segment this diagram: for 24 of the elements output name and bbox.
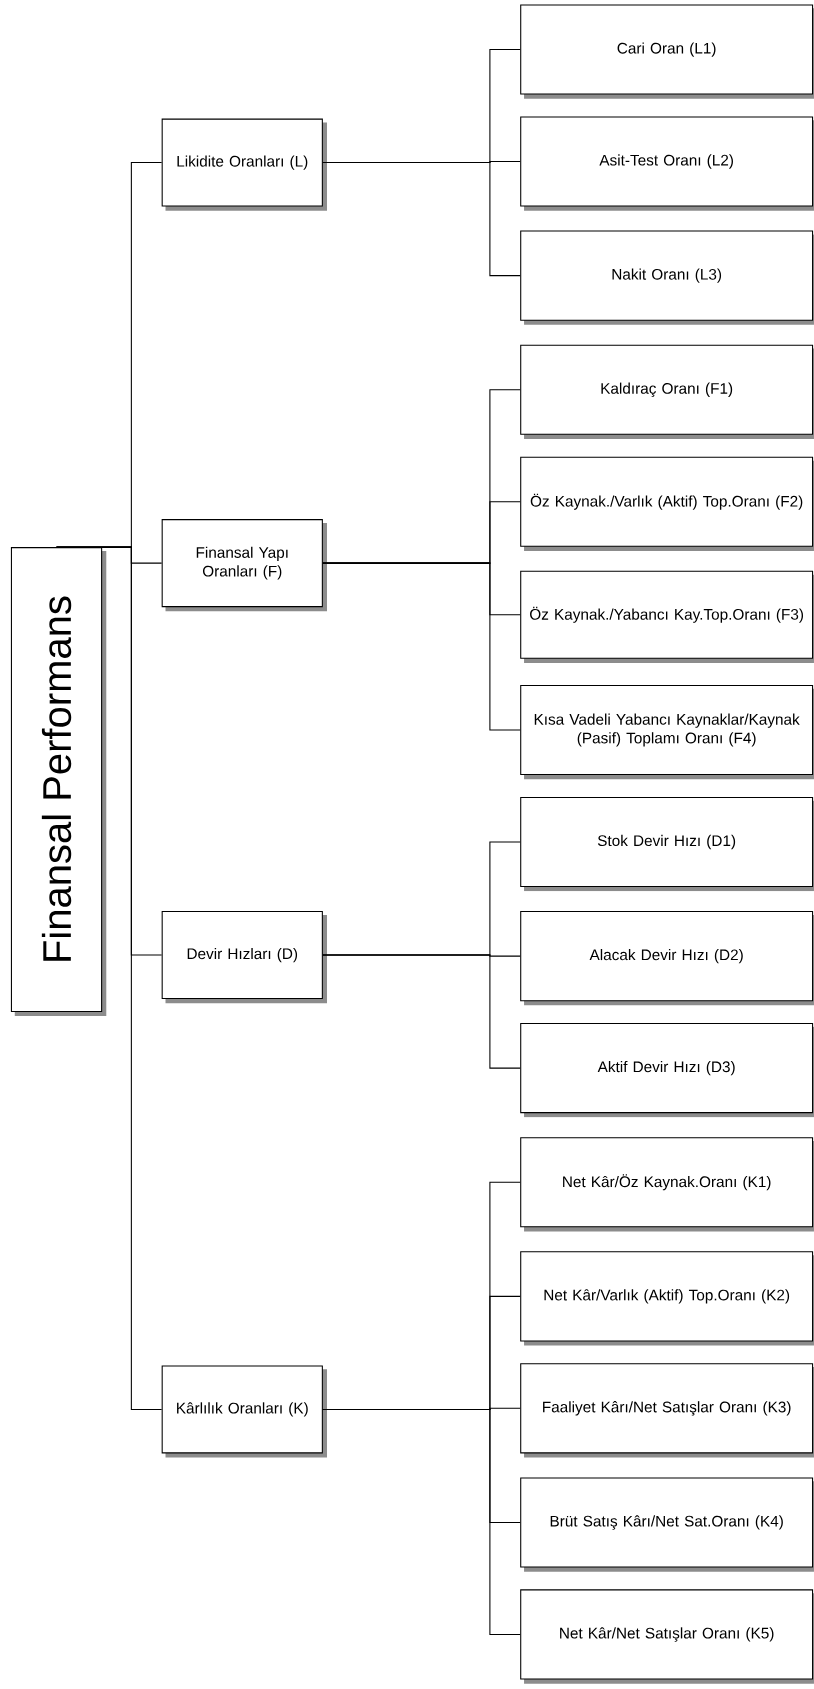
ratio-box: Nakit Oranı (L3) [520, 230, 814, 325]
category-box: Devir Hızları (D) [161, 911, 327, 1004]
connector-line [322, 954, 521, 1069]
category-box: Finansal Yapı Oranları (F) [161, 519, 327, 612]
ratio-box: Kısa Vadeli Yabancı Kaynaklar/Kaynak (Pasif) Toplamı Oranı (F4) [520, 684, 814, 780]
ratio-box: Net Kâr/Varlık (Aktif) Top.Oranı (K2) [520, 1251, 814, 1346]
title-box: Finansal Performans [10, 547, 107, 1017]
connector-line [322, 562, 521, 731]
ratio-box: Alacak Devir Hızı (D2) [520, 911, 814, 1006]
ratio-box: Cari Oran (L1) [520, 4, 814, 99]
connector-line [56, 546, 163, 1410]
ratio-box: Brüt Satış Kârı/Net Sat.Oranı (K4) [520, 1477, 814, 1572]
ratio-box: Kaldıraç Oranı (F1) [520, 344, 814, 439]
ratio-box: Stok Devir Hızı (D1) [520, 796, 814, 892]
ratio-box: Aktif Devir Hızı (D3) [520, 1023, 814, 1118]
ratio-box: Öz Kaynak./Varlık (Aktif) Top.Oranı (F2) [520, 456, 814, 551]
ratio-box: Öz Kaynak./Yabancı Kay.Top.Oranı (F3) [520, 570, 814, 663]
ratio-box: Asit-Test Oranı (L2) [520, 116, 814, 211]
ratio-box: Faaliyet Kârı/Net Satışlar Oranı (K3) [520, 1363, 814, 1458]
category-box: Kârlılık Oranları (K) [161, 1365, 327, 1458]
category-box: Likidite Oranları (L) [161, 118, 327, 211]
ratio-box: Net Kâr/Net Satışlar Oranı (K5) [520, 1589, 814, 1684]
connector-line [322, 162, 521, 277]
ratio-box: Net Kâr/Öz Kaynak.Oranı (K1) [520, 1137, 814, 1232]
